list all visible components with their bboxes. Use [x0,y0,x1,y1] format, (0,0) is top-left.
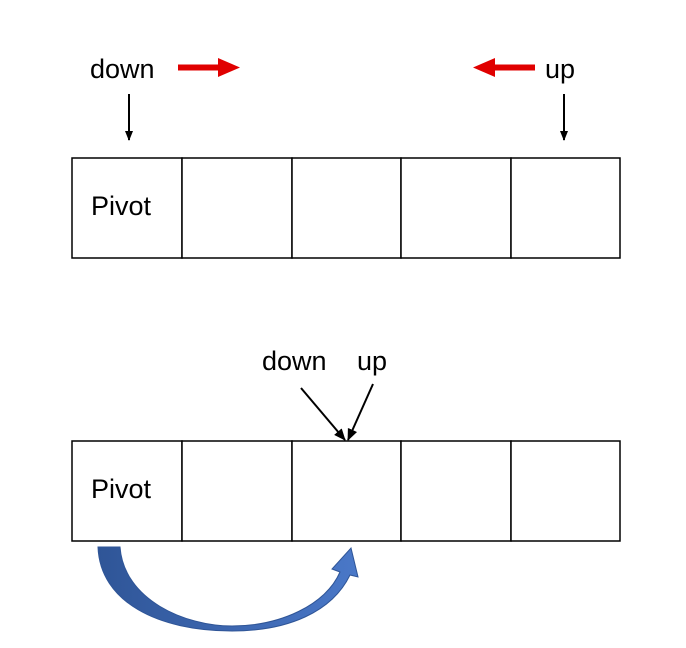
array-cell [291,157,402,259]
bottom-section: down up Pivot [71,346,621,632]
array-cell [510,157,621,259]
down-direction-arrow-icon [178,58,240,77]
bottom-cell-0-label: Pivot [91,474,152,504]
bottom-array: Pivot [71,440,621,542]
top-cell-0-label: Pivot [91,191,152,221]
top-section: down up Pivot [71,54,621,259]
array-cell [181,157,293,259]
top-down-label: down [90,54,155,84]
down-pointer-arrow-icon [300,387,346,441]
bottom-down-label: down [262,346,327,376]
top-array: Pivot [71,157,621,259]
array-cell [71,440,183,542]
up-direction-arrow-icon [473,58,535,77]
array-cell [71,157,183,259]
array-cell [181,440,293,542]
bottom-up-label: up [357,346,387,376]
up-pointer-arrow-icon [347,383,374,441]
swap-arrow-icon [97,546,359,632]
top-up-label: up [545,54,575,84]
array-cell [510,440,621,542]
array-cell [400,157,512,259]
array-cell [400,440,512,542]
array-cell [291,440,402,542]
